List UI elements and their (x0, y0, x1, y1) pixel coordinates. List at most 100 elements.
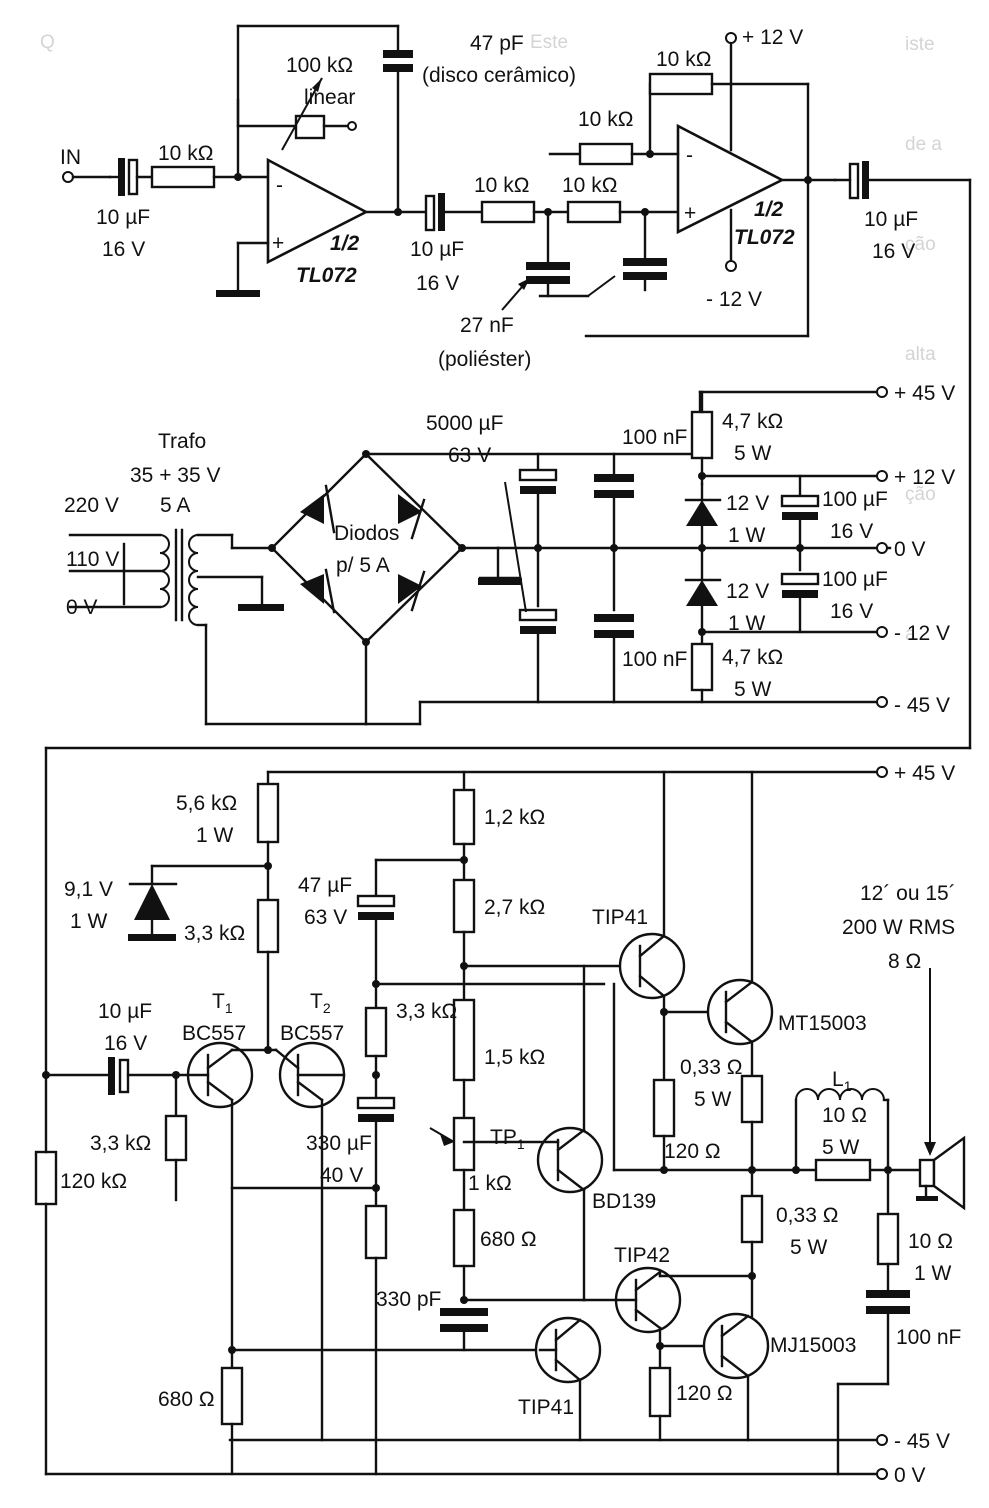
label-diodes2: p/ 5 A (336, 554, 390, 577)
label-rail-p45b: + 45 V (894, 762, 955, 785)
label-c100n-a: 100 nF (622, 426, 687, 449)
label-c10-val: 10 µF (98, 1000, 152, 1023)
svg-text:iste: iste (905, 34, 935, 55)
label-t110: 110 V (66, 548, 119, 571)
label-c100n-b: 100 nF (622, 648, 687, 671)
label-z91-w: 1 W (70, 910, 108, 933)
label-c100u-b: 100 µF (822, 568, 888, 591)
transistor-tip41-lower (534, 1316, 602, 1384)
label-bd139: BD139 (592, 1190, 656, 1213)
power-amp-section (34, 766, 966, 1480)
label-tp1: TP1 (490, 1126, 525, 1152)
opamp-2 (676, 123, 785, 235)
label-r56: 5,6 kΩ (176, 792, 237, 815)
svg-text:Este: Este (530, 32, 568, 53)
label-v12p: + 12 V (742, 26, 803, 49)
label-c100u-b-v: 16 V (830, 600, 873, 623)
label-trafo-spec: 35 + 35 V (130, 464, 221, 487)
label-c330u: 330 µF (306, 1132, 372, 1155)
label-r47b-w: 5 W (734, 678, 772, 701)
label-r47b: 4,7 kΩ (722, 646, 783, 669)
label-c5000: 5000 µF (426, 412, 503, 435)
ground-symbol (216, 290, 260, 297)
label-r033a-w: 5 W (694, 1088, 732, 1111)
label-r15k: 1,5 kΩ (484, 1046, 545, 1069)
label-tp1-val: 1 kΩ (468, 1172, 512, 1195)
label-t2: T2 (310, 990, 331, 1016)
label-c27-type: (poliéster) (438, 348, 531, 371)
trimpot-tp1 (452, 1116, 476, 1172)
label-rail-p12: + 12 V (894, 466, 955, 489)
svg-text:ção: ção (905, 234, 936, 255)
opamp-1 (266, 157, 369, 265)
label-l1-val: 10 Ω (822, 1104, 867, 1127)
input-capacitor (108, 158, 154, 196)
transistor-mt15003 (706, 978, 774, 1046)
label-diodes: Diodos (334, 522, 399, 545)
label-r12k: 1,2 kΩ (484, 806, 545, 829)
svg-text:ção: ção (905, 484, 936, 505)
label-rail-m12: - 12 V (894, 622, 950, 645)
label-z91: 9,1 V (64, 878, 113, 901)
label-c-out-val: 10 µF (864, 208, 918, 231)
label-r47a-w: 5 W (734, 442, 772, 465)
label-c100u-a-v: 16 V (830, 520, 873, 543)
diode-bridge (270, 452, 464, 644)
label-z12b-w: 1 W (728, 612, 766, 635)
label-mj15003: MJ15003 (770, 1334, 856, 1357)
label-r033b-w: 5 W (790, 1236, 828, 1259)
speaker-icon (916, 968, 966, 1211)
label-t1: T1 (212, 990, 233, 1016)
label-c-in-v: 16 V (102, 238, 145, 261)
label-r33c: 3,3 kΩ (396, 1000, 457, 1023)
label-c330p: 330 pF (376, 1288, 441, 1311)
label-pot-val: 100 kΩ (286, 54, 353, 77)
label-r120a: 120 Ω (664, 1140, 721, 1163)
label-c2-val: 10 µF (410, 238, 464, 261)
label-rail-m45: - 45 V (894, 694, 950, 717)
labels: IN 10 kΩ 10 µF 16 V 100 kΩ linear 47 pF … (60, 26, 961, 1487)
label-r56-w: 1 W (196, 824, 234, 847)
label-r47a: 4,7 kΩ (722, 410, 783, 433)
label-op2-name: TL072 (734, 226, 795, 249)
label-r680a: 680 Ω (158, 1388, 215, 1411)
label-spk3: 8 Ω (888, 950, 921, 973)
resistor-680-a (220, 1366, 244, 1426)
label-pot-type: linear (304, 86, 355, 109)
label-z12a-w: 1 W (728, 524, 766, 547)
label-t1-name: BC557 (182, 1022, 246, 1045)
label-r120b: 120 Ω (676, 1382, 733, 1405)
label-c47p-val: 47 pF (470, 32, 524, 55)
label-op2-frac: 1/2 (754, 198, 784, 221)
label-tip41a: TIP41 (592, 906, 648, 929)
label-c27-val: 27 nF (460, 314, 514, 337)
feedback-pot (294, 114, 326, 140)
label-v12n: - 12 V (706, 288, 762, 311)
svg-text:a: a (905, 624, 916, 645)
label-r120k: 120 kΩ (60, 1170, 127, 1193)
transistor-tip41-upper (618, 932, 686, 1000)
label-op2-minus: - (686, 144, 693, 167)
power-supply-section (68, 386, 892, 726)
label-trafo: Trafo (158, 430, 206, 453)
input-resistor (150, 165, 216, 189)
label-op1-name: TL072 (296, 264, 357, 287)
label-c-out-v: 16 V (872, 240, 915, 263)
label-r033b: 0,33 Ω (776, 1204, 838, 1227)
label-rail-p45: + 45 V (894, 382, 955, 405)
preamp-section (44, 24, 972, 1077)
label-t2-name: BC557 (280, 1022, 344, 1045)
transistor-mj15003 (702, 1312, 770, 1380)
label-z12b: 12 V (726, 580, 769, 603)
label-c100n-z: 100 nF (896, 1326, 961, 1349)
label-op2-plus: + (684, 202, 696, 225)
inductor-l1 (795, 1088, 885, 1101)
svg-text:alta: alta (905, 344, 936, 365)
label-c10-v: 16 V (104, 1032, 147, 1055)
label-t220: 220 V (64, 494, 119, 517)
label-op1-minus: - (276, 174, 283, 197)
label-r33b: 3,3 kΩ (90, 1132, 151, 1155)
transformer-secondary (188, 534, 199, 626)
label-spk1: 12´ ou 15´ (860, 882, 956, 905)
